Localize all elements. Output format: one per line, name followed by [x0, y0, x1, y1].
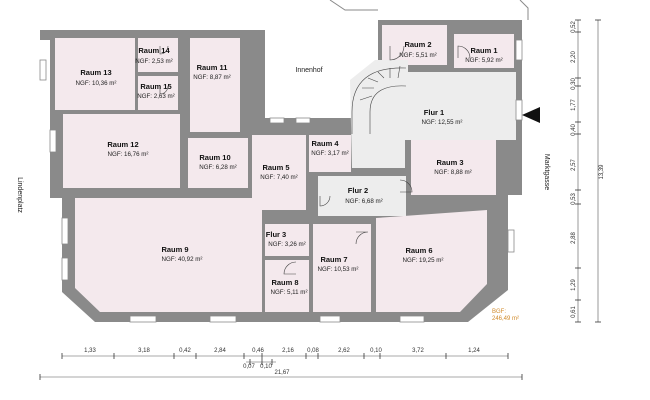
dim-b-2: 3,18 — [138, 348, 150, 354]
room-10 — [188, 138, 248, 188]
room-8-name: Raum 8 — [271, 278, 298, 287]
room-12 — [63, 114, 180, 188]
room-1-area: NGF: 5,92 m² — [465, 57, 502, 64]
room-8 — [265, 260, 309, 312]
dim-r-10: 0,61 — [571, 306, 577, 318]
room-15-name: Raum 15 — [140, 82, 171, 91]
bgf-value: 246,49 m² — [492, 316, 519, 322]
room-11-area: NGF: 8,87 m² — [193, 74, 230, 81]
room-4-area: NGF: 3,17 m² — [311, 150, 348, 157]
flur-1-name: Flur 1 — [424, 108, 444, 117]
dim-b-6: 2,16 — [282, 348, 294, 354]
dim-b-7: 0,08 — [307, 348, 319, 354]
room-12-name: Raum 12 — [107, 140, 138, 149]
room-2-area: NGF: 5,51 m² — [399, 52, 436, 59]
room-3-name: Raum 3 — [436, 158, 463, 167]
room-9-area: NGF: 40,92 m² — [162, 256, 203, 263]
dim-b-3: 0,42 — [179, 348, 191, 354]
dim-b-1: 1,33 — [84, 348, 96, 354]
courtyard-label: Innenhof — [295, 67, 322, 74]
room-1-name: Raum 1 — [470, 46, 497, 55]
room-10-area: NGF: 6,28 m² — [199, 164, 236, 171]
dim-b-11: 1,24 — [468, 348, 480, 354]
room-13 — [55, 38, 135, 110]
room-9-name: Raum 9 — [161, 245, 188, 254]
room-13-area: NGF: 10,36 m² — [76, 80, 117, 87]
doors — [159, 45, 471, 275]
room-4 — [309, 135, 351, 172]
dim-b-4: 2,84 — [214, 348, 226, 354]
room-14-name: Raum 14 — [138, 46, 170, 55]
flur-2-area: NGF: 6,68 m² — [345, 198, 382, 205]
dim-b2-2: 0,10 — [260, 364, 272, 370]
dimension-bottom-row1: 1,33 3,18 0,42 2,84 0,46 2,16 0,08 2,62 … — [61, 348, 509, 359]
flur-2-name: Flur 2 — [348, 186, 368, 195]
room-4-name: Raum 4 — [311, 139, 339, 148]
dimension-bottom-row2: 0,07 0,10 — [243, 359, 276, 370]
dim-b-9: 0,10 — [370, 348, 382, 354]
flur-2 — [318, 176, 406, 216]
flur-3 — [265, 224, 309, 256]
street-left-label: Lindenplatz — [16, 177, 23, 213]
room-2-name: Raum 2 — [404, 40, 431, 49]
room-13-name: Raum 13 — [80, 68, 111, 77]
room-9 — [75, 198, 262, 312]
dim-right-total: 13,39 — [599, 164, 605, 180]
room-6-area: NGF: 19,25 m² — [403, 257, 444, 264]
room-7-area: NGF: 10,53 m² — [318, 266, 359, 273]
dimension-right: 0,52 2,20 0,30 1,77 0,40 2,57 0,53 2,88 … — [571, 19, 605, 323]
dim-r-9: 1,29 — [571, 279, 577, 291]
room-3 — [411, 140, 496, 195]
room-3-area: NGF: 8,88 m² — [434, 169, 471, 176]
courtyard-top-right — [378, 0, 528, 20]
flur-1 — [350, 60, 516, 168]
room-10-name: Raum 10 — [199, 153, 230, 162]
room-8-area: NGF: 5,11 m² — [270, 289, 307, 296]
room-2 — [382, 25, 447, 65]
room-6-name: Raum 6 — [405, 246, 432, 255]
room-14-area: NGF: 2,53 m² — [135, 58, 172, 65]
room-5-area: NGF: 7,40 m² — [260, 174, 297, 181]
dim-r-7: 0,53 — [571, 193, 577, 205]
room-5-name: Raum 5 — [262, 163, 289, 172]
flur-3-area: NGF: 3,26 m² — [268, 241, 305, 248]
entrance-arrow-icon — [522, 107, 540, 123]
dim-r-5: 0,40 — [571, 124, 577, 136]
room-11 — [190, 38, 240, 132]
dim-r-3: 0,30 — [571, 78, 577, 90]
room-5 — [252, 135, 306, 210]
courtyard-wall-corner — [519, 0, 529, 20]
room-11-name: Raum 11 — [197, 63, 228, 72]
flur-3-name: Flur 3 — [266, 230, 286, 239]
dim-b-5: 0,46 — [252, 348, 264, 354]
room-15-area: NGF: 2,63 m² — [137, 93, 174, 100]
room-6 — [376, 210, 487, 312]
room-12-area: NGF: 16,76 m² — [108, 151, 149, 158]
room-7 — [313, 224, 371, 312]
room-7-name: Raum 7 — [320, 255, 347, 264]
room-1 — [454, 34, 514, 68]
room-labels: Raum 13 NGF: 10,36 m² Raum 14 NGF: 2,53 … — [76, 40, 503, 296]
dim-b-10: 3,72 — [412, 348, 424, 354]
dim-r-1: 0,52 — [571, 21, 577, 33]
dim-r-6: 2,57 — [571, 159, 577, 171]
dim-b2-1: 0,07 — [243, 364, 255, 370]
windows — [39, 39, 523, 323]
dim-b-8: 2,62 — [338, 348, 350, 354]
street-right-label: Marktgasse — [543, 154, 550, 190]
room-14 — [138, 38, 178, 72]
dim-r-4: 1,77 — [571, 99, 577, 111]
dim-r-2: 2,20 — [571, 51, 577, 63]
courtyard-edge — [329, 0, 378, 11]
bgf-label: BGF: — [492, 309, 506, 315]
dim-r-8: 2,88 — [571, 232, 577, 244]
flur-1-area: NGF: 12,55 m² — [422, 119, 463, 126]
staircase — [351, 65, 407, 134]
dimension-bottom-total: 21,67 — [39, 370, 523, 380]
dim-bottom-total: 21,67 — [274, 370, 290, 376]
room-15 — [138, 76, 178, 110]
